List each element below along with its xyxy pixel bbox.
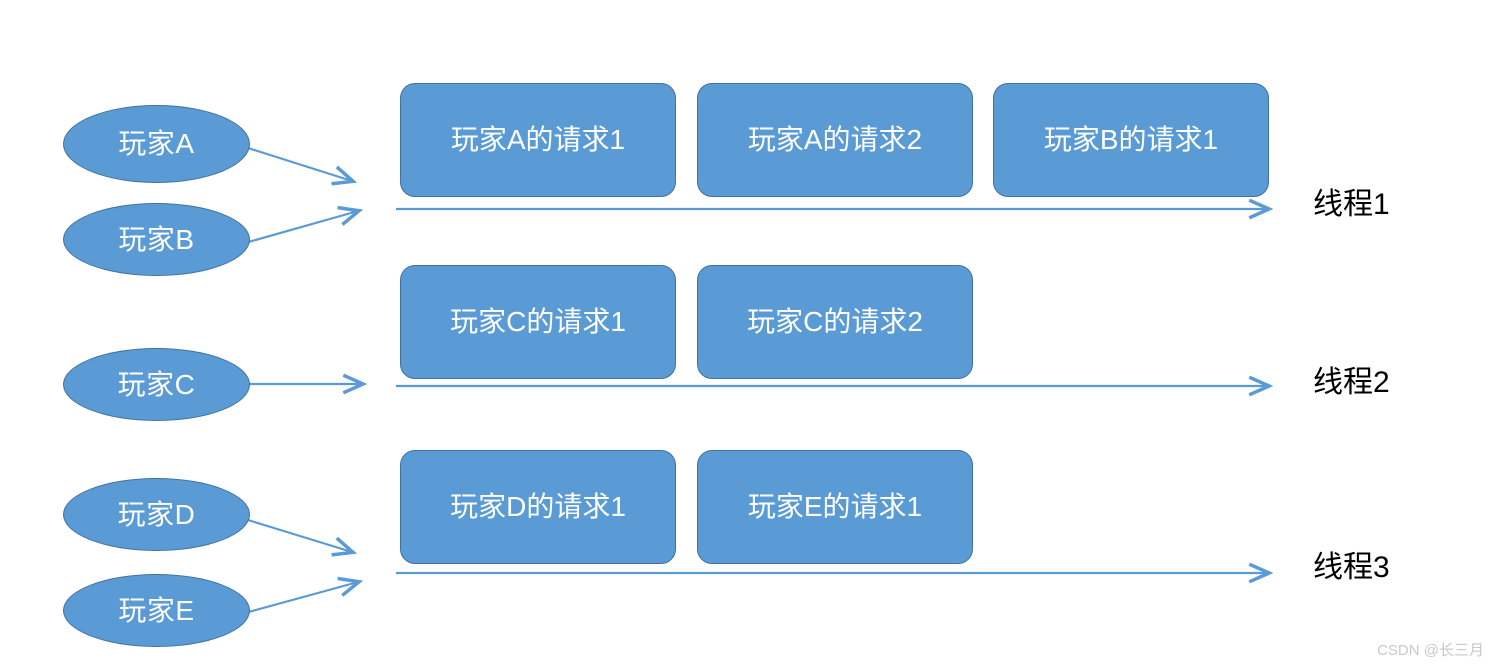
player-node-c-label: 玩家C [117, 368, 196, 400]
player-node-d[interactable]: 玩家D [63, 478, 250, 551]
task-box-thread3-2-label: 玩家E的请求1 [747, 491, 923, 522]
player-node-a[interactable]: 玩家A [63, 105, 250, 183]
task-box-thread2-1[interactable]: 玩家C的请求1 [400, 265, 676, 379]
arrow-player-e-to-thread3 [244, 576, 364, 615]
player-node-a-label: 玩家A [118, 128, 195, 159]
player-node-b[interactable]: 玩家B [63, 203, 250, 276]
player-node-b-label: 玩家B [118, 223, 195, 255]
task-box-thread1-1-label: 玩家A的请求1 [450, 124, 626, 155]
task-box-thread1-3[interactable]: 玩家B的请求1 [993, 83, 1269, 197]
player-node-c[interactable]: 玩家C [63, 348, 250, 421]
task-box-thread3-2[interactable]: 玩家E的请求1 [697, 450, 973, 564]
thread3-axis-label: 线程3 [1313, 551, 1390, 584]
task-box-thread3-1-label: 玩家D的请求1 [450, 491, 626, 522]
arrow-player-d-to-thread3 [247, 518, 358, 557]
task-box-thread3-1[interactable]: 玩家D的请求1 [400, 450, 676, 564]
task-box-thread2-2[interactable]: 玩家C的请求2 [697, 265, 973, 379]
arrow-player-a-to-thread1 [247, 146, 358, 186]
thread2-axis-label: 线程2 [1313, 366, 1390, 399]
thread1-axis-label: 线程1 [1313, 188, 1390, 221]
task-box-thread1-1[interactable]: 玩家A的请求1 [400, 83, 676, 197]
task-box-thread1-3-label: 玩家B的请求1 [1043, 124, 1219, 155]
player-node-e-label: 玩家E [118, 594, 195, 626]
player-node-e[interactable]: 玩家E [63, 574, 250, 647]
task-box-thread1-2-label: 玩家A的请求2 [747, 124, 923, 155]
task-box-thread2-1-label: 玩家C的请求1 [450, 306, 626, 337]
player-node-d-label: 玩家D [117, 498, 196, 530]
watermark: CSDN @长三月 [1377, 642, 1484, 659]
arrow-player-b-to-thread1 [244, 205, 364, 245]
task-box-thread2-2-label: 玩家C的请求2 [747, 306, 923, 337]
task-box-thread1-2[interactable]: 玩家A的请求2 [697, 83, 973, 197]
